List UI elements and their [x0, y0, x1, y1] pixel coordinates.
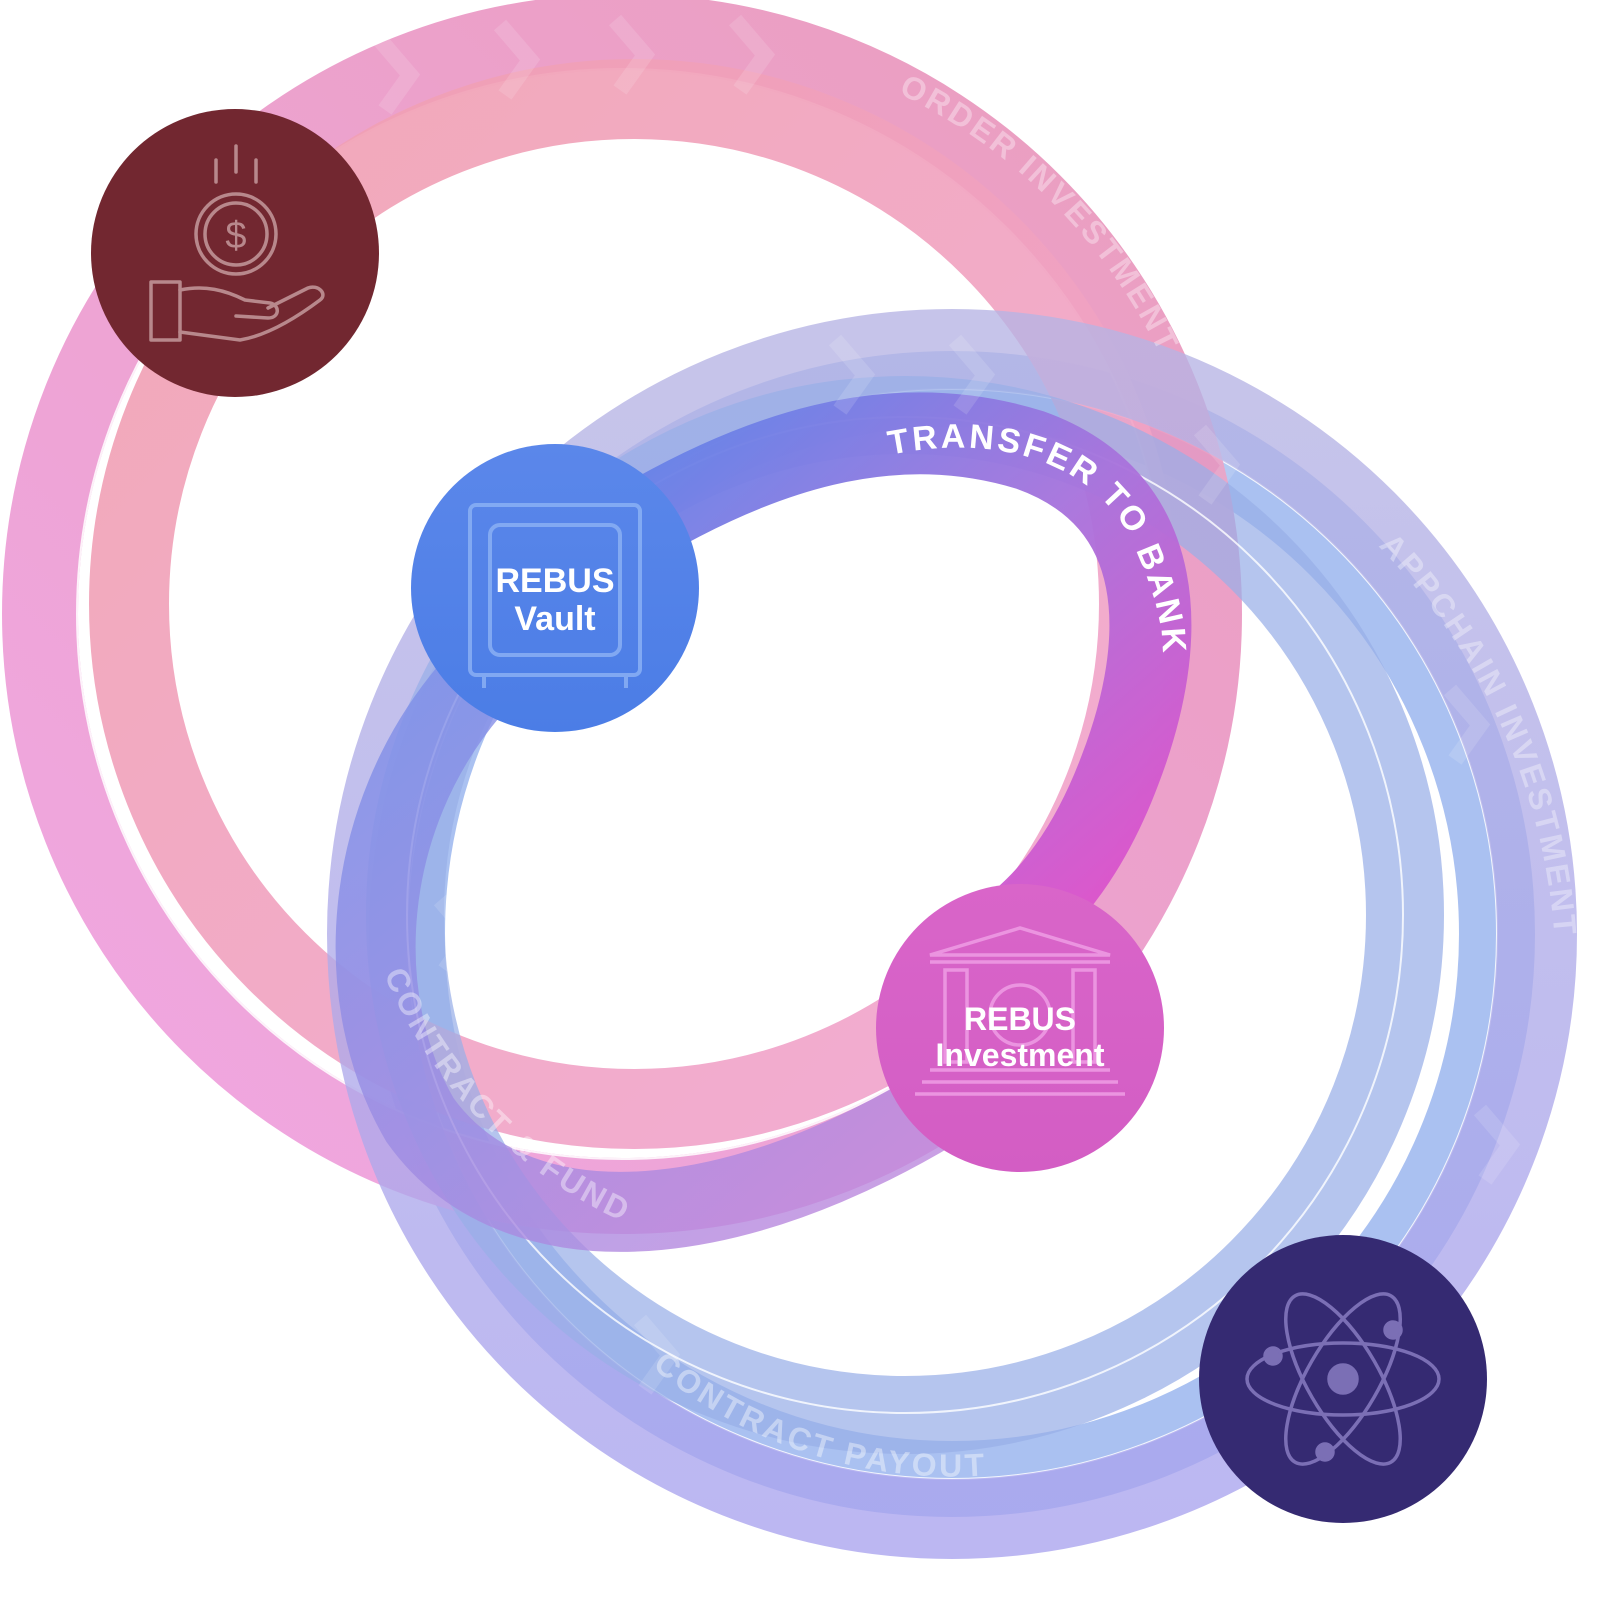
safe-icon	[468, 503, 642, 688]
vault-subtitle: Vault	[514, 600, 595, 638]
vault-node: REBUS Vault	[411, 444, 699, 732]
bank-icon	[915, 926, 1125, 1096]
investment-title: REBUS	[964, 1001, 1076, 1037]
money-hand-icon: $	[149, 144, 325, 342]
money-node: $	[91, 109, 379, 397]
chevron-decor	[373, 14, 1521, 1395]
svg-text:$: $	[225, 215, 246, 257]
transfer-to-bank-arc	[539, 392, 1192, 971]
vault-title: REBUS	[495, 562, 614, 600]
investment-subtitle: Investment	[936, 1037, 1105, 1073]
atom-icon	[1245, 1292, 1441, 1466]
investment-node: REBUS Investment	[876, 884, 1164, 1172]
atom-node	[1199, 1235, 1487, 1523]
contract-funds-arc	[335, 664, 1034, 1252]
